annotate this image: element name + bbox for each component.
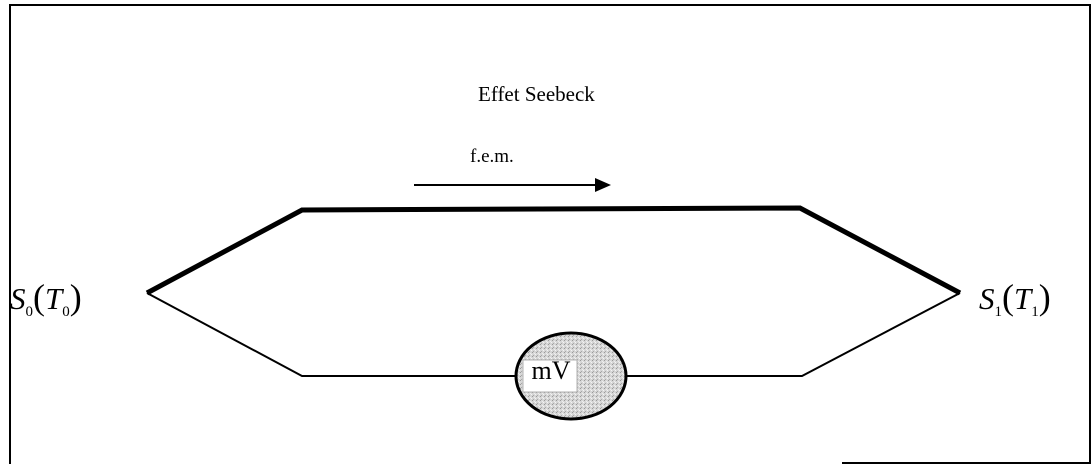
lower-conductor-right xyxy=(624,292,961,377)
junction-left-close-paren: ) xyxy=(69,277,82,317)
junction-right-close-paren: ) xyxy=(1038,277,1051,317)
junction-left-label: S0(T0) xyxy=(10,279,82,320)
junction-left-temp-sub: 0 xyxy=(62,304,70,320)
junction-left-symbol: S xyxy=(10,281,26,316)
junction-left-open-paren: ( xyxy=(33,277,45,317)
junction-right-open-paren: ( xyxy=(1002,277,1014,317)
diagram-title: Effet Seebeck xyxy=(478,82,595,106)
junction-right-temp-sub: 1 xyxy=(1031,304,1039,320)
junction-left-temp: T xyxy=(45,281,63,316)
diagram-frame xyxy=(9,4,1091,464)
fem-label: f.e.m. xyxy=(470,146,514,167)
junction-right-symbol-sub: 1 xyxy=(994,304,1003,320)
junction-left-symbol-sub: 0 xyxy=(25,304,34,320)
millivoltmeter-label: mV xyxy=(531,356,571,385)
fem-arrow-head-icon xyxy=(595,178,611,192)
lower-conductor-left xyxy=(146,292,518,377)
millivoltmeter-label-box xyxy=(522,359,578,393)
upper-conductor xyxy=(145,205,962,296)
diagram-frame-bottom-edge xyxy=(842,462,1091,464)
junction-right-symbol: S xyxy=(979,281,995,316)
junction-right-label: S1(T1) xyxy=(979,279,1051,320)
junction-right-temp: T xyxy=(1014,281,1032,316)
